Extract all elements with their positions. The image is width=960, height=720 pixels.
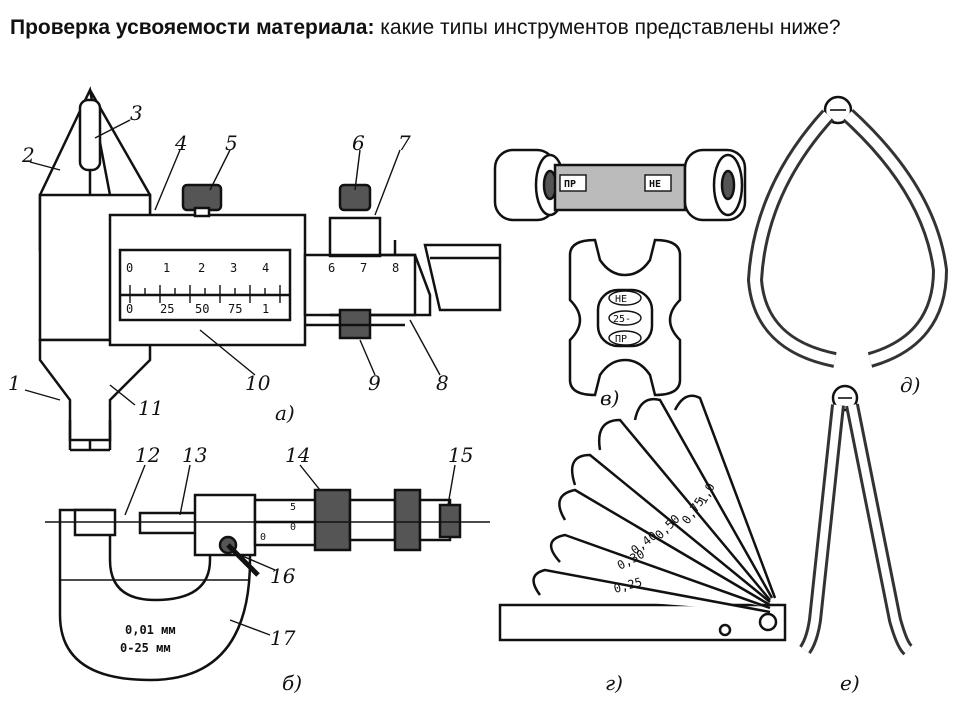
main-scale-2: 2 [198, 261, 205, 275]
micrometer-part-16: 16 [270, 564, 296, 588]
sleeve-mark-0b: 0 [260, 532, 266, 543]
vernier-50: 50 [195, 302, 209, 316]
question-heading-bold: Проверка усвояемости материала: [10, 16, 375, 39]
micrometer-part-14: 14 [285, 443, 310, 467]
question-heading: Проверка усвояемости материала: какие ти… [10, 12, 910, 43]
main-scale-6: 6 [328, 261, 335, 275]
main-scale-7: 7 [360, 261, 367, 275]
gauges-caption: в) [600, 386, 619, 410]
caliper-part-3: 3 [130, 101, 143, 125]
caliper-part-2: 2 [21, 143, 35, 167]
micrometer-range: 0-25 мм [120, 641, 171, 655]
main-scale-4: 4 [262, 261, 269, 275]
caliper-part-9: 9 [368, 371, 381, 395]
snap-mark-nogo: НЕ [615, 294, 627, 305]
snap-mark-size: 25- [613, 314, 631, 325]
main-scale-0: 0 [126, 261, 133, 275]
caliper-part-7: 7 [398, 131, 411, 155]
snap-gauge [568, 238, 682, 397]
vernier-1: 1 [262, 302, 269, 316]
caliper-caption: а) [275, 401, 295, 425]
inside-calipers [799, 384, 914, 656]
main-scale-1: 1 [163, 261, 170, 275]
feeler-gauge [498, 394, 787, 642]
micrometer-part-15: 15 [448, 443, 473, 467]
inside-calipers-caption: е) [840, 671, 860, 695]
caliper-part-1: 1 [8, 371, 21, 395]
caliper-part-10: 10 [245, 371, 271, 395]
vernier-caliper [24, 86, 502, 452]
micrometer-part-13: 13 [182, 443, 207, 467]
vernier-25: 25 [160, 302, 174, 316]
vernier-0: 0 [126, 302, 133, 316]
snap-mark-go: ПР [615, 334, 627, 345]
question-heading-rest: какие типы инструментов представлены ниж… [374, 16, 841, 39]
caliper-part-6: 6 [352, 131, 365, 155]
vernier-75: 75 [228, 302, 242, 316]
plug-nogo-mark: НЕ [649, 179, 661, 190]
micrometer-part-17: 17 [270, 626, 296, 650]
micrometer-part-12: 12 [135, 443, 160, 467]
caliper-part-8: 8 [436, 371, 449, 395]
outside-calipers-caption: д) [900, 373, 920, 397]
sleeve-mark-5: 5 [290, 502, 296, 513]
feeler-caption: г) [605, 671, 623, 695]
micrometer-caption: б) [282, 671, 302, 695]
micrometer [45, 464, 490, 682]
plug-go-mark: ПР [564, 179, 576, 190]
micrometer-resolution: 0,01 мм [125, 623, 176, 637]
sleeve-mark-0: 0 [290, 522, 296, 533]
outside-calipers [746, 95, 949, 368]
plug-gauge [493, 148, 747, 222]
main-scale-8: 8 [392, 261, 399, 275]
caliper-part-11: 11 [138, 396, 163, 420]
caliper-part-4: 4 [174, 131, 188, 155]
main-scale-3: 3 [230, 261, 237, 275]
caliper-part-5: 5 [225, 131, 238, 155]
